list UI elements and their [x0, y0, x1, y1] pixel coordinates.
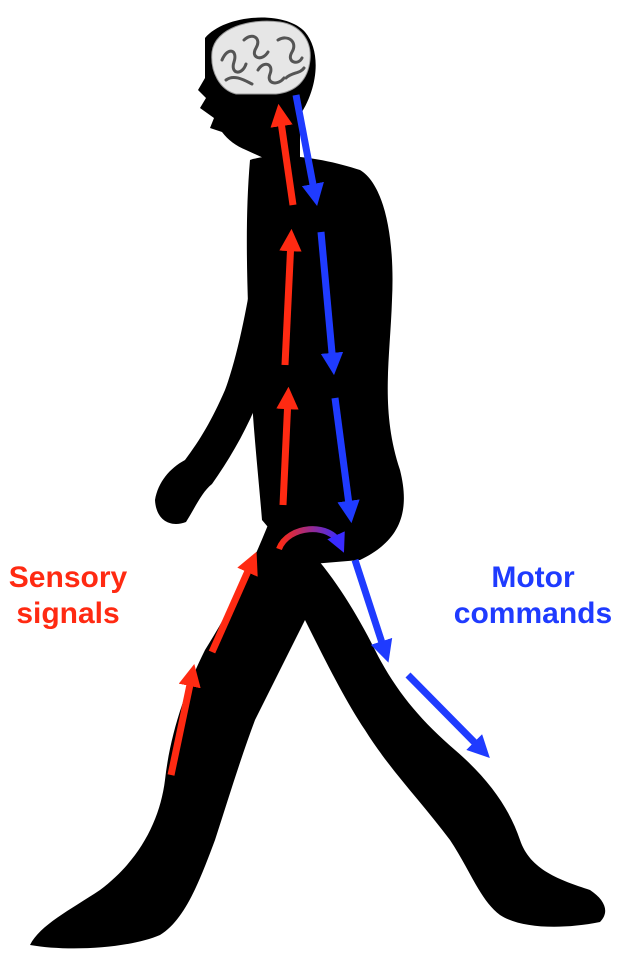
sensory-arrow-hip	[283, 398, 288, 505]
sensory-signals-label: Sensory signals	[4, 560, 132, 632]
human-silhouette	[30, 18, 605, 949]
sensory-label-line2: signals	[4, 596, 132, 632]
motor-label-line1: Motor	[447, 560, 619, 596]
sensory-label-line1: Sensory	[4, 560, 132, 596]
brain-icon	[212, 21, 310, 94]
motor-label-line2: commands	[447, 596, 619, 632]
motor-commands-label: Motor commands	[447, 560, 619, 632]
